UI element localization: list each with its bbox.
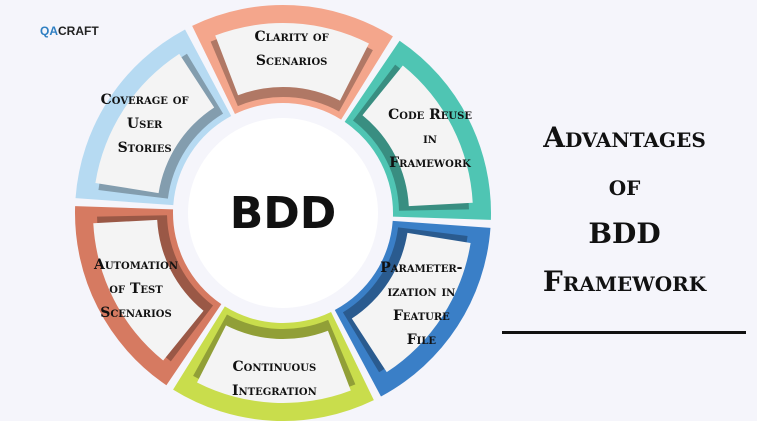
segment-card (215, 22, 369, 101)
title-line-3: BDD (588, 217, 661, 250)
qa-craft-logo: QACRAFT (40, 25, 99, 37)
logo-craft-text: CRAFT (58, 24, 99, 38)
segment-label-line: Coverage of (101, 92, 189, 108)
segment-label-line: Continuous (233, 359, 317, 375)
segment-label-line: ization in (387, 284, 455, 300)
title-block: Advantages of BDD Framework (502, 114, 747, 306)
segment-label-line: Clarity of (255, 29, 329, 45)
segment-card (351, 232, 471, 373)
segment-label-line: in (423, 131, 437, 147)
segment-label-line: Feature (393, 308, 450, 324)
segment-label-line: Scenarios (256, 53, 328, 69)
segment-label-line: of Test (109, 281, 163, 297)
title-line-2: of (608, 169, 641, 202)
segment-card (362, 65, 473, 207)
title-underline (502, 331, 746, 334)
segment-label-line: User (127, 116, 163, 132)
segment-card (95, 53, 215, 194)
logo-qa-text: QA (40, 24, 58, 38)
segment-label-line: Automation (93, 257, 178, 273)
wheel-hub (188, 118, 378, 308)
hub-label: BDD (230, 188, 337, 239)
segment-card (197, 325, 351, 403)
segment-label-line: Framework (389, 155, 471, 171)
title-line-4: Framework (542, 265, 707, 298)
segment-card (93, 219, 204, 361)
segment-label-line: File (407, 332, 437, 348)
wheel-segment: Clarity of Scenarios (192, 4, 393, 120)
segment-label: Clarity of Scenarios (255, 29, 329, 69)
segment-label-line: Parameter- (380, 260, 462, 276)
segment-label-line: Stories (118, 140, 172, 156)
title-line-1: Advantages (543, 121, 706, 154)
segment-label-line: Integration (232, 383, 317, 399)
segment-label-line: Scenarios (100, 305, 172, 321)
segment-label-line: Code Reuse (388, 107, 472, 123)
